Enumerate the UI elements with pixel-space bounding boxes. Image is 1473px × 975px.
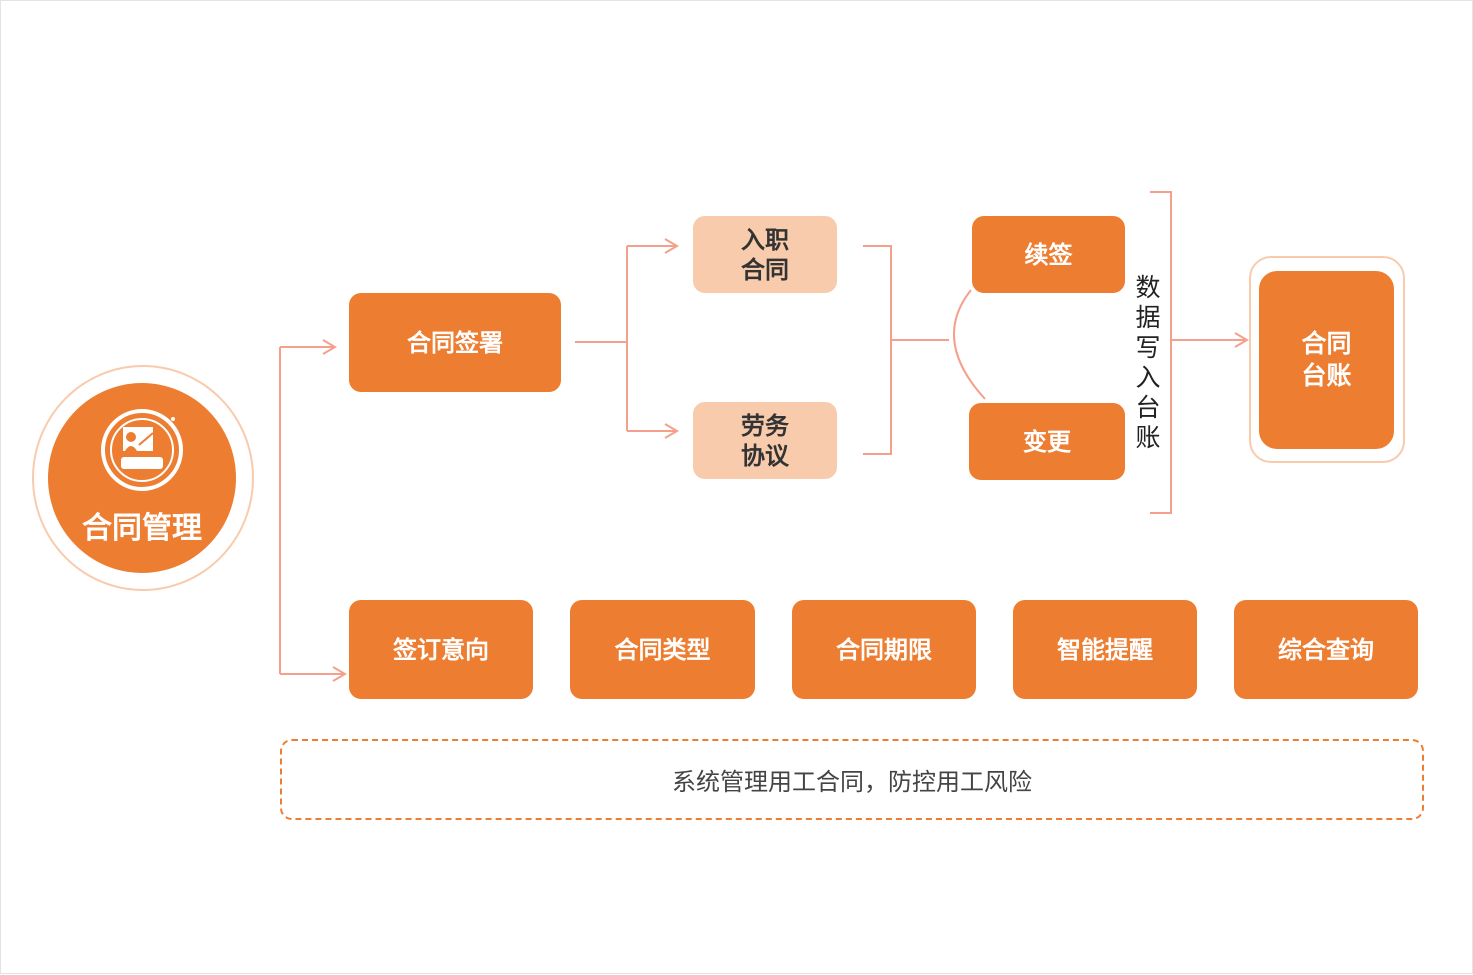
- contract-management-hub[interactable]: 合同管理: [48, 383, 236, 573]
- hub-ring: [32, 365, 254, 591]
- feature-smart-reminder[interactable]: 智能提醒: [1013, 600, 1197, 699]
- renew-box[interactable]: 续签: [972, 216, 1125, 293]
- feature-contract-term[interactable]: 合同期限: [792, 600, 976, 699]
- labor-agreement-box[interactable]: 劳务 协议: [693, 402, 837, 479]
- bracket-write-ledger: [1150, 191, 1172, 514]
- ledger-ring: [1249, 256, 1405, 463]
- feature-comprehensive-query[interactable]: 综合查询: [1234, 600, 1418, 699]
- feature-contract-type[interactable]: 合同类型: [570, 600, 755, 699]
- arrowhead-signing: [322, 339, 337, 355]
- arrowhead-labor: [664, 423, 679, 439]
- contract-signing-box[interactable]: 合同签署: [349, 293, 561, 392]
- bracket-contract-types: [863, 245, 892, 455]
- contract-ledger-box[interactable]: 合同 台账: [1259, 271, 1394, 449]
- arrowhead-onboarding: [664, 238, 679, 254]
- arrowhead-ledger: [1234, 332, 1249, 348]
- feature-signing-intent[interactable]: 签订意向: [349, 600, 533, 699]
- curve-renew-change: [952, 289, 986, 400]
- change-box[interactable]: 变更: [969, 403, 1125, 480]
- arrowhead-features: [332, 666, 347, 682]
- onboarding-contract-box[interactable]: 入职 合同: [693, 216, 837, 293]
- write-ledger-label: 数据写入台账: [1135, 273, 1161, 452]
- hub-label: 合同管理: [82, 511, 202, 546]
- presenter-icon: [101, 409, 183, 491]
- summary-note: 系统管理用工合同，防控用工风险: [280, 739, 1424, 820]
